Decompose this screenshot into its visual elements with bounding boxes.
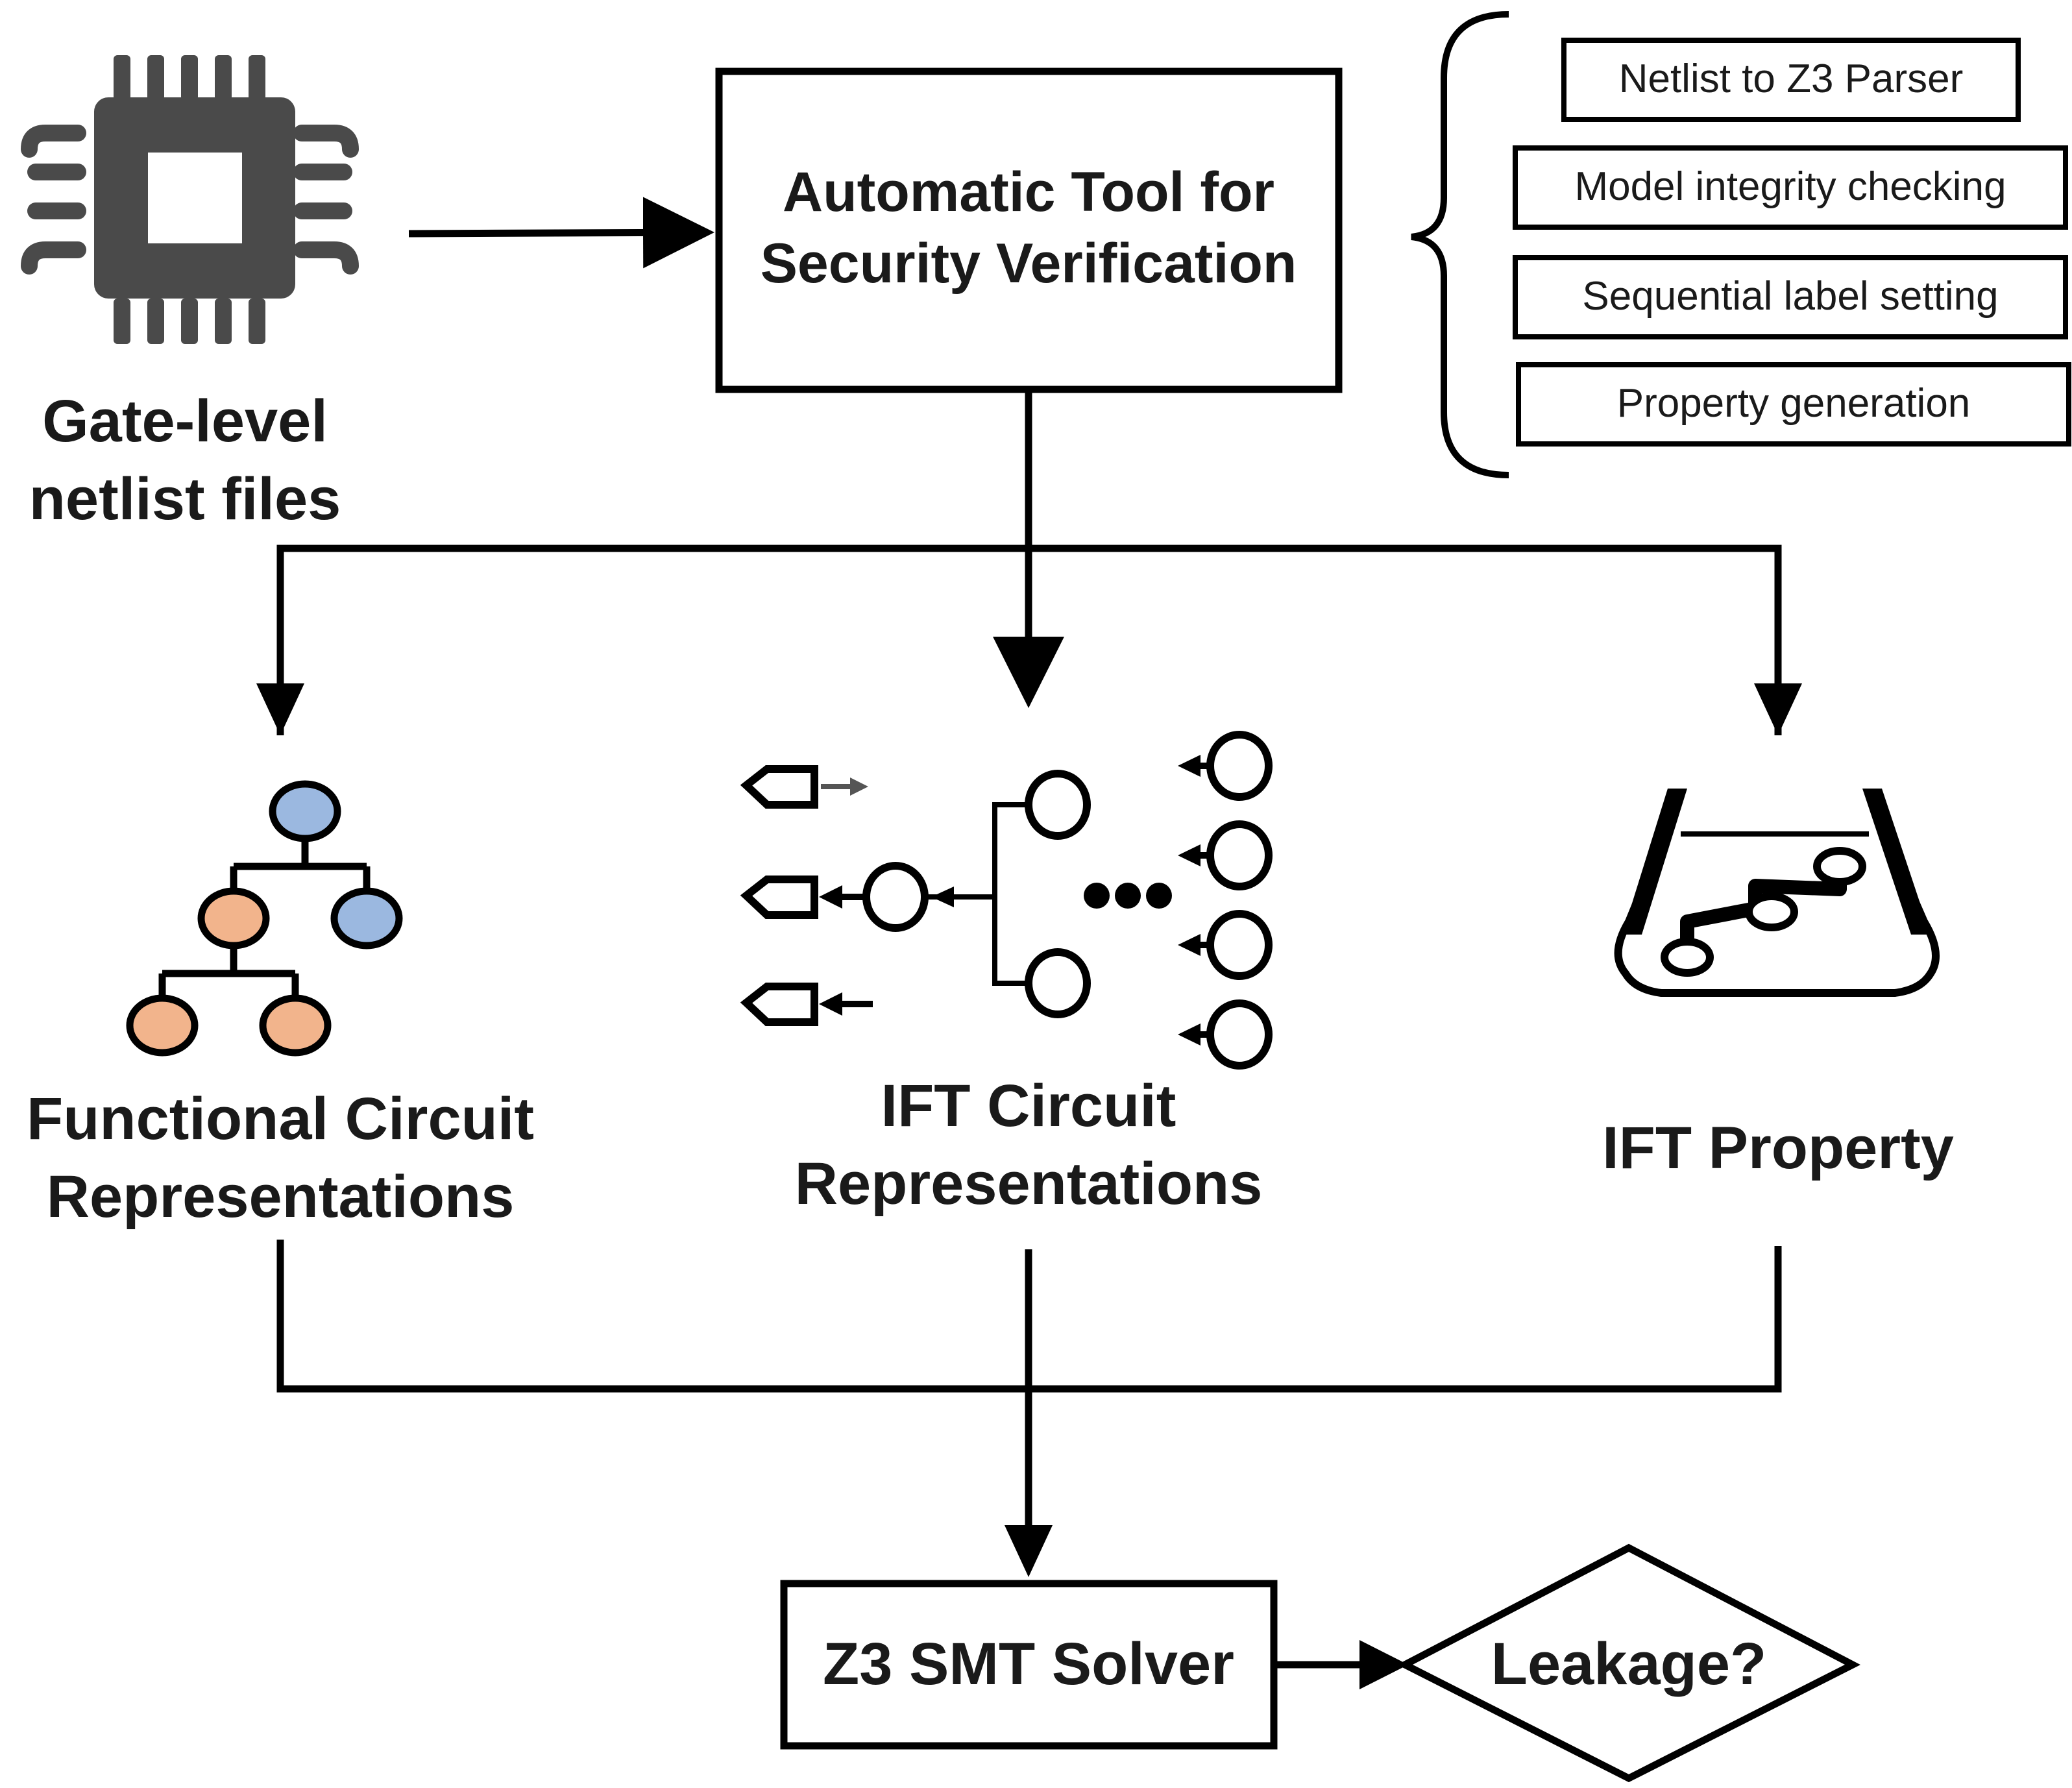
netlist-label-line2: netlist files [29, 466, 341, 532]
feature-label-labels: Sequential label setting [1582, 274, 1998, 319]
property-map-icon [1614, 789, 1940, 997]
merge-connector [276, 1240, 1782, 1548]
tree-icon [126, 780, 403, 1057]
tool-label-line2: Security Verification [761, 232, 1297, 295]
feature-brace [1411, 11, 1509, 478]
arrow-netlist-to-tool [408, 197, 714, 269]
feature-list: Netlist to Z3 Parser Model integrity che… [1513, 38, 2071, 447]
ift-graph-icon [740, 731, 1273, 1070]
arrow-head-property [1754, 683, 1802, 735]
arrow-head-functional [256, 683, 304, 735]
solver-label: Z3 SMT Solver [823, 1631, 1234, 1697]
feature-box-property [1516, 362, 2071, 447]
functional-label-line1: Functional Circuit [27, 1086, 534, 1152]
feature-box-integrity [1513, 145, 2068, 230]
ift-circuit-label-line2: Representations [795, 1151, 1263, 1217]
feature-label-parser: Netlist to Z3 Parser [1619, 56, 1964, 101]
solver-box [780, 1580, 1278, 1750]
arrow-head-solver [1005, 1525, 1053, 1577]
netlist-label-line1: Gate-level [42, 388, 328, 454]
ift-property-label: IFT Property [1602, 1115, 1954, 1181]
leakage-decision-diamond [1396, 1543, 1861, 1783]
split-connector [276, 389, 1782, 735]
tool-label-line1: Automatic Tool for [783, 161, 1274, 223]
feature-label-property: Property generation [1617, 381, 1971, 426]
feature-box-labels [1513, 255, 2068, 339]
chip-icon [21, 55, 359, 344]
functional-label-line2: Representations [47, 1164, 515, 1230]
feature-box-parser [1561, 38, 2021, 122]
tool-box [715, 67, 1343, 393]
feature-label-integrity: Model integrity checking [1574, 164, 2006, 209]
leakage-label: Leakage? [1491, 1631, 1766, 1697]
ift-circuit-label-line1: IFT Circuit [881, 1073, 1176, 1139]
